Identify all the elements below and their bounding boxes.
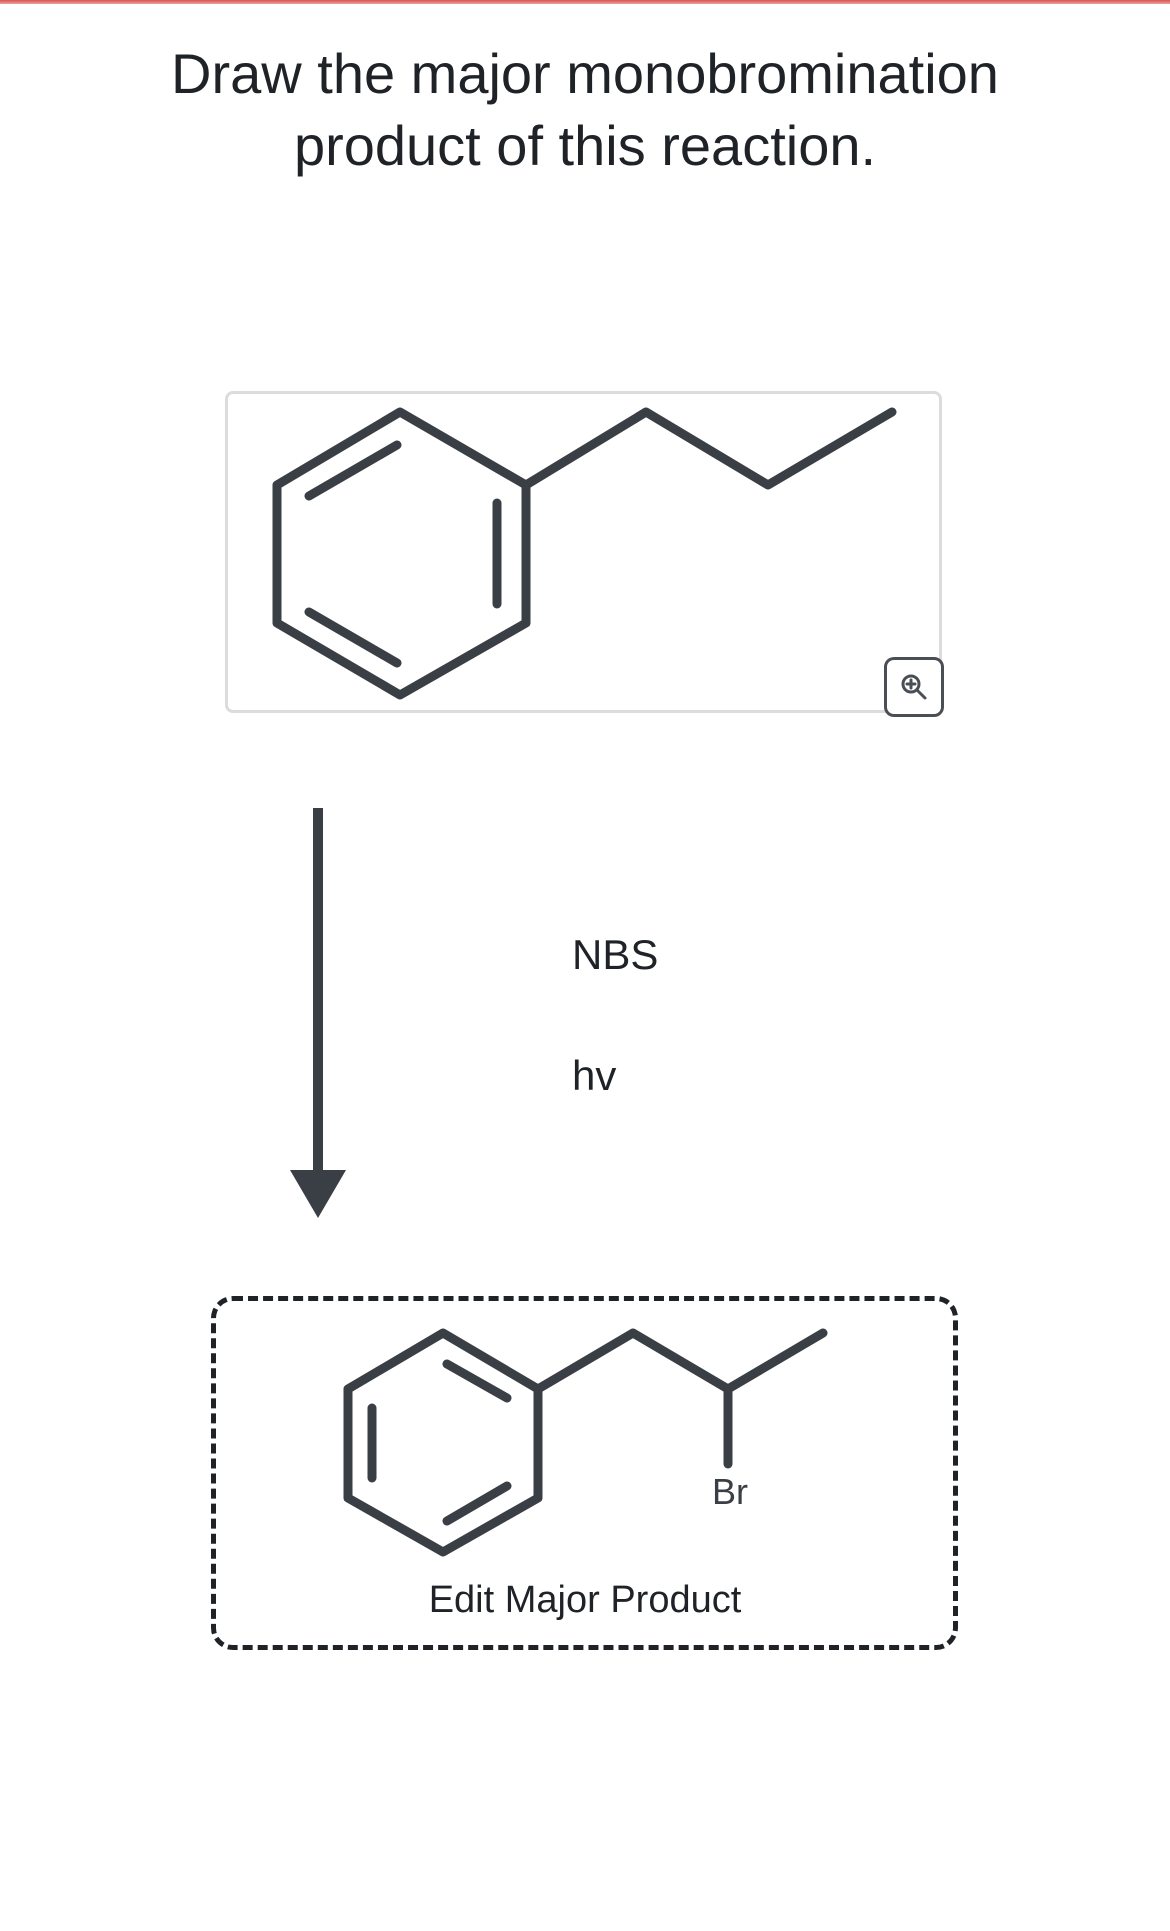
reagent-nbs: NBS <box>572 931 659 978</box>
bromine-atom-label: Br <box>712 1471 748 1512</box>
reactant-propyl-chain <box>521 407 897 490</box>
product-double-bond-1 <box>442 1359 512 1403</box>
reagent-hv: hv <box>572 1052 617 1099</box>
major-product-drop-zone[interactable] <box>211 1296 958 1650</box>
top-accent-rule <box>0 0 1170 4</box>
zoom-button[interactable] <box>884 657 944 717</box>
arrow-head-icon <box>290 1170 346 1218</box>
product-carbon-chain <box>533 1328 828 1394</box>
product-double-bond-3 <box>442 1481 512 1526</box>
reactant-structure-drawing <box>272 407 897 700</box>
question-line-2: product of this reaction. <box>293 114 877 177</box>
reaction-arrow <box>290 808 346 1218</box>
question-prompt: Draw the major monobromination product o… <box>0 38 1170 182</box>
question-line-1: Draw the major monobromination <box>171 42 999 105</box>
zoom-in-icon <box>901 674 927 700</box>
edit-major-product-label[interactable]: Edit Major Product <box>428 1579 742 1621</box>
reactant-double-bond-1 <box>304 440 402 501</box>
reactant-double-bond-3 <box>304 607 402 668</box>
